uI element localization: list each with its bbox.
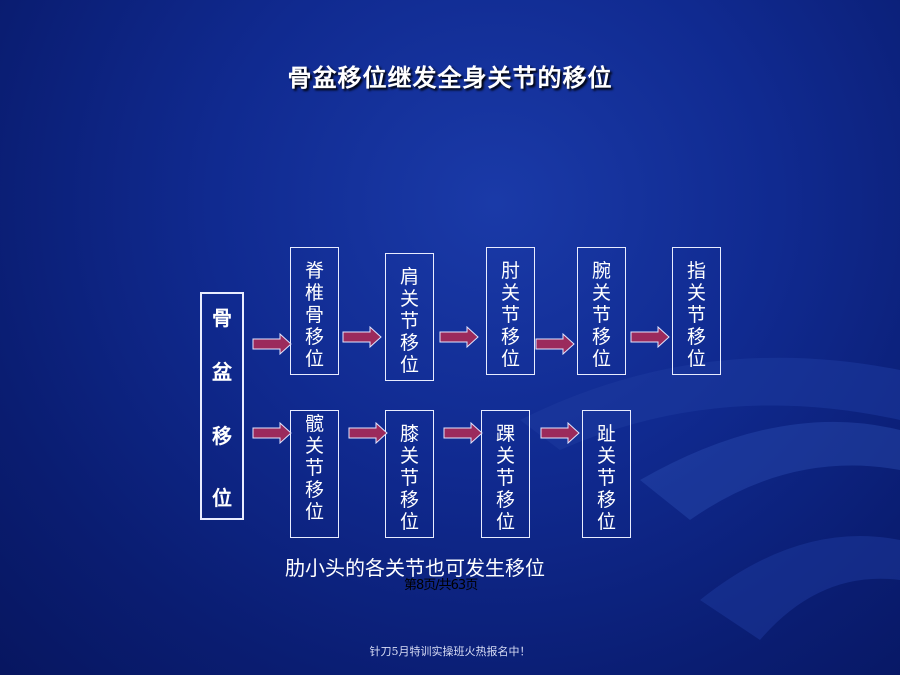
arrow-right-icon xyxy=(439,326,479,348)
arrow-right-icon xyxy=(540,422,580,444)
arrow-right-icon xyxy=(348,422,388,444)
arrow-right-icon xyxy=(342,326,382,348)
main-node-char: 骨 xyxy=(212,306,232,330)
page-indicator: 第8页/共63页 xyxy=(404,578,478,593)
footer-banner: 针刀5月特训实操班火热报名中！ xyxy=(369,645,531,658)
node-label: 髋关节移位 xyxy=(304,413,324,523)
node-label: 肩关节移位 xyxy=(399,266,419,376)
arrow-right-icon xyxy=(443,422,483,444)
node-label: 趾关节移位 xyxy=(596,423,616,533)
node-ankle: 踝关节移位 xyxy=(481,410,530,538)
node-label: 肘关节移位 xyxy=(500,260,520,370)
node-spine: 脊椎骨移位 xyxy=(290,247,339,375)
node-hip: 髋关节移位 xyxy=(290,410,339,538)
node-label: 踝关节移位 xyxy=(495,423,515,533)
node-finger: 指关节移位 xyxy=(672,247,721,375)
main-node-char: 盆 xyxy=(212,360,232,384)
slide-title: 骨盆移位继发全身关节的移位 xyxy=(287,64,613,92)
node-label: 脊椎骨移位 xyxy=(304,260,324,370)
arrow-right-icon xyxy=(630,326,670,348)
main-node-char: 移 xyxy=(212,424,232,448)
arrow-right-icon xyxy=(535,333,575,355)
arrow-right-icon xyxy=(252,333,292,355)
rib-head-note: 肋小头的各关节也可发生移位 xyxy=(285,556,545,580)
arrow-right-icon xyxy=(252,422,292,444)
node-wrist: 腕关节移位 xyxy=(577,247,626,375)
main-node-pelvis-displacement: 骨 盆 移 位 xyxy=(200,292,244,520)
node-label: 指关节移位 xyxy=(686,260,706,370)
node-elbow: 肘关节移位 xyxy=(486,247,535,375)
node-knee: 膝关节移位 xyxy=(385,410,434,538)
node-shoulder: 肩关节移位 xyxy=(385,253,434,381)
node-label: 腕关节移位 xyxy=(591,260,611,370)
node-label: 膝关节移位 xyxy=(399,423,419,533)
main-node-char: 位 xyxy=(212,486,232,510)
node-toe: 趾关节移位 xyxy=(582,410,631,538)
